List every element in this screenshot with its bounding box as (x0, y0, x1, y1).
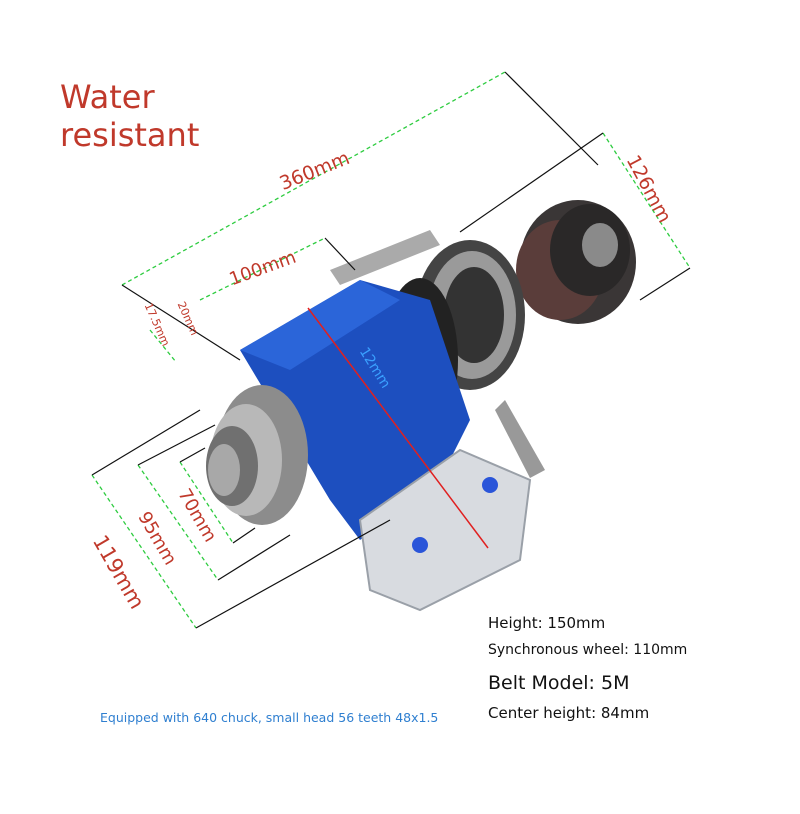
spec-belt: Belt Model: 5M (488, 672, 630, 694)
chuck (516, 200, 636, 324)
spec-height: Height: 150mm (488, 614, 606, 632)
leader-lines (91, 71, 691, 629)
side-link (495, 400, 545, 478)
center-line (307, 307, 489, 549)
spec-center-height: Center height: 84mm (488, 704, 650, 722)
spec-sync-wheel: Synchronous wheel: 110mm (488, 642, 688, 658)
dimension-lines (91, 71, 691, 629)
spec-list: Height: 150mm Synchronous wheel: 110mm B… (488, 614, 687, 730)
heading: Water resistant (60, 78, 199, 154)
air-cylinder (358, 448, 532, 612)
equipment-note: Equipped with 640 chuck, small head 56 t… (100, 710, 439, 725)
heading-line-2: resistant (60, 116, 200, 154)
heading-line-1: Water (60, 78, 155, 116)
top-lever (330, 230, 440, 285)
front-spindle (206, 385, 308, 525)
